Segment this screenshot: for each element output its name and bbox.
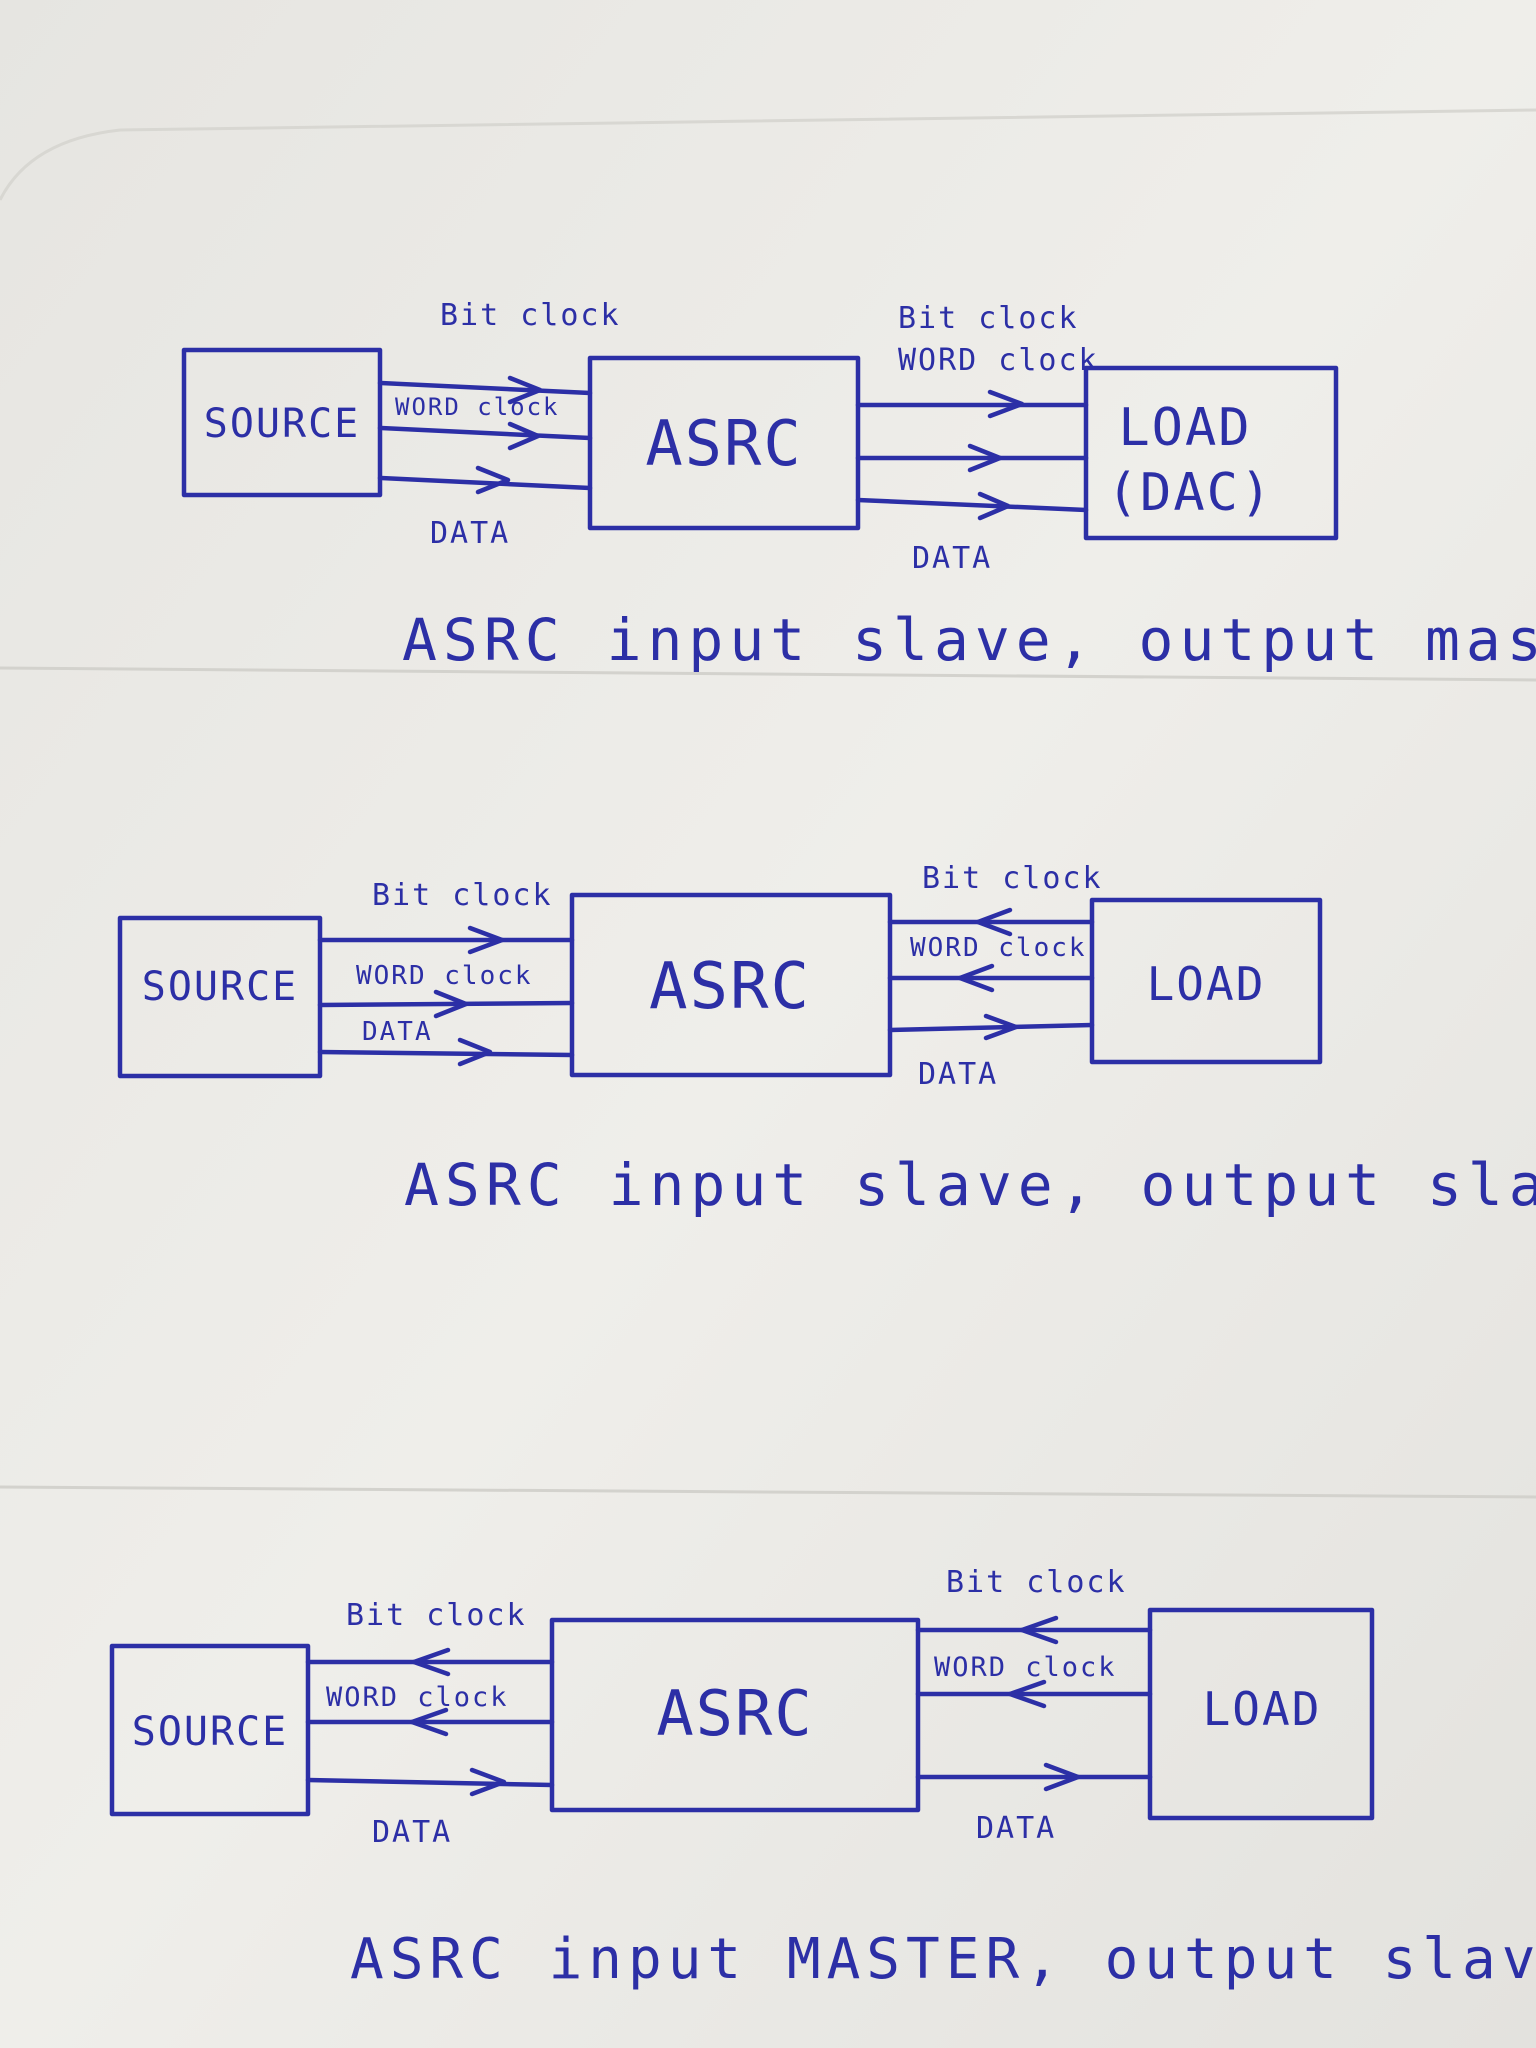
load-box — [1147, 1607, 1375, 1821]
right-word-clock-arrow — [967, 443, 1003, 473]
right-data-line — [887, 1022, 1095, 1033]
source-label: SOURCE — [132, 1709, 289, 1755]
right-bit-clock-arrow — [975, 907, 1013, 937]
diagram-caption: ASRC input slave, output master — [402, 606, 1536, 674]
source-box — [181, 347, 383, 498]
right-data-arrow — [983, 1013, 1019, 1041]
right-bit-clock-label: Bit clock — [946, 1565, 1127, 1600]
right-data-line — [855, 497, 1089, 513]
left-data-label: DATA — [372, 1815, 452, 1850]
left-data-line — [317, 1049, 575, 1058]
load-box — [1083, 365, 1339, 541]
right-word-clock-label: WORD clock — [910, 933, 1087, 963]
left-word-clock-line — [377, 425, 593, 441]
left-data-arrow — [475, 465, 511, 495]
right-word-clock-label: WORD clock — [898, 343, 1099, 378]
diagram-2: SOURCE ASRC LOAD Bit clock WORD clock DA… — [117, 861, 1536, 1219]
left-data-arrow — [457, 1037, 493, 1067]
left-bit-clock-arrow — [411, 1647, 451, 1677]
left-word-clock-arrow — [507, 421, 541, 451]
right-word-clock-arrow — [1007, 1679, 1047, 1709]
diagram-3: SOURCE ASRC LOAD Bit clock WORD clock DA… — [109, 1565, 1536, 1992]
left-word-clock-line — [317, 1000, 575, 1008]
left-bit-clock-label: Bit clock — [372, 878, 553, 913]
asrc-label: ASRC — [656, 1677, 813, 1750]
left-data-line — [377, 475, 593, 491]
asrc-label: ASRC — [645, 407, 802, 480]
asrc-box — [587, 355, 861, 531]
left-word-clock-label: WORD clock — [356, 961, 533, 991]
diagram-caption: ASRC input slave, output slave — [404, 1151, 1536, 1219]
right-data-arrow — [977, 491, 1011, 521]
load-label: LOAD — [1203, 1682, 1322, 1736]
paper-fold-top — [0, 666, 1536, 682]
right-data-label: DATA — [912, 541, 992, 576]
left-word-clock-label: WORD clock — [326, 1682, 509, 1713]
left-word-clock-arrow — [433, 989, 469, 1019]
right-data-label: DATA — [976, 1811, 1056, 1846]
source-box — [117, 915, 323, 1079]
right-word-clock-arrow — [957, 963, 995, 993]
right-bit-clock-arrow — [1019, 1615, 1059, 1645]
load-label: LOAD — [1118, 398, 1251, 458]
right-data-label: DATA — [918, 1057, 998, 1092]
left-data-line — [305, 1777, 555, 1788]
left-bit-clock-line — [377, 380, 593, 396]
left-bit-clock-arrow — [467, 925, 505, 955]
left-bit-clock-arrow — [507, 375, 543, 405]
source-box — [109, 1643, 311, 1817]
source-label: SOURCE — [142, 964, 299, 1010]
left-bit-clock-label: Bit clock — [440, 298, 621, 333]
source-label: SOURCE — [204, 401, 361, 447]
diagram-caption: ASRC input MASTER, output slave — [350, 1927, 1536, 1992]
asrc-label: ASRC — [649, 950, 811, 1024]
paper-fold-bottom — [0, 1485, 1536, 1499]
asrc-box — [569, 892, 893, 1078]
paper-corner-edge — [0, 108, 1536, 201]
right-bit-clock-arrow — [987, 389, 1025, 419]
right-bit-clock-label: Bit clock — [922, 861, 1103, 896]
load-label-dac: (DAC) — [1107, 463, 1274, 523]
right-word-clock-label: WORD clock — [934, 1652, 1117, 1683]
left-data-label: DATA — [362, 1017, 433, 1047]
asrc-box — [549, 1617, 921, 1813]
left-data-arrow — [469, 1767, 507, 1797]
left-word-clock-label: WORD clock — [395, 393, 560, 421]
left-word-clock-arrow — [409, 1707, 449, 1737]
left-data-label: DATA — [430, 516, 510, 551]
right-bit-clock-label: Bit clock — [898, 301, 1079, 336]
left-bit-clock-label: Bit clock — [346, 1598, 527, 1633]
right-data-arrow — [1043, 1762, 1081, 1792]
load-label: LOAD — [1147, 957, 1266, 1011]
diagram-1: SOURCE ASRC LOAD (DAC) Bit clock WORD cl… — [181, 298, 1536, 674]
load-box — [1089, 897, 1323, 1065]
